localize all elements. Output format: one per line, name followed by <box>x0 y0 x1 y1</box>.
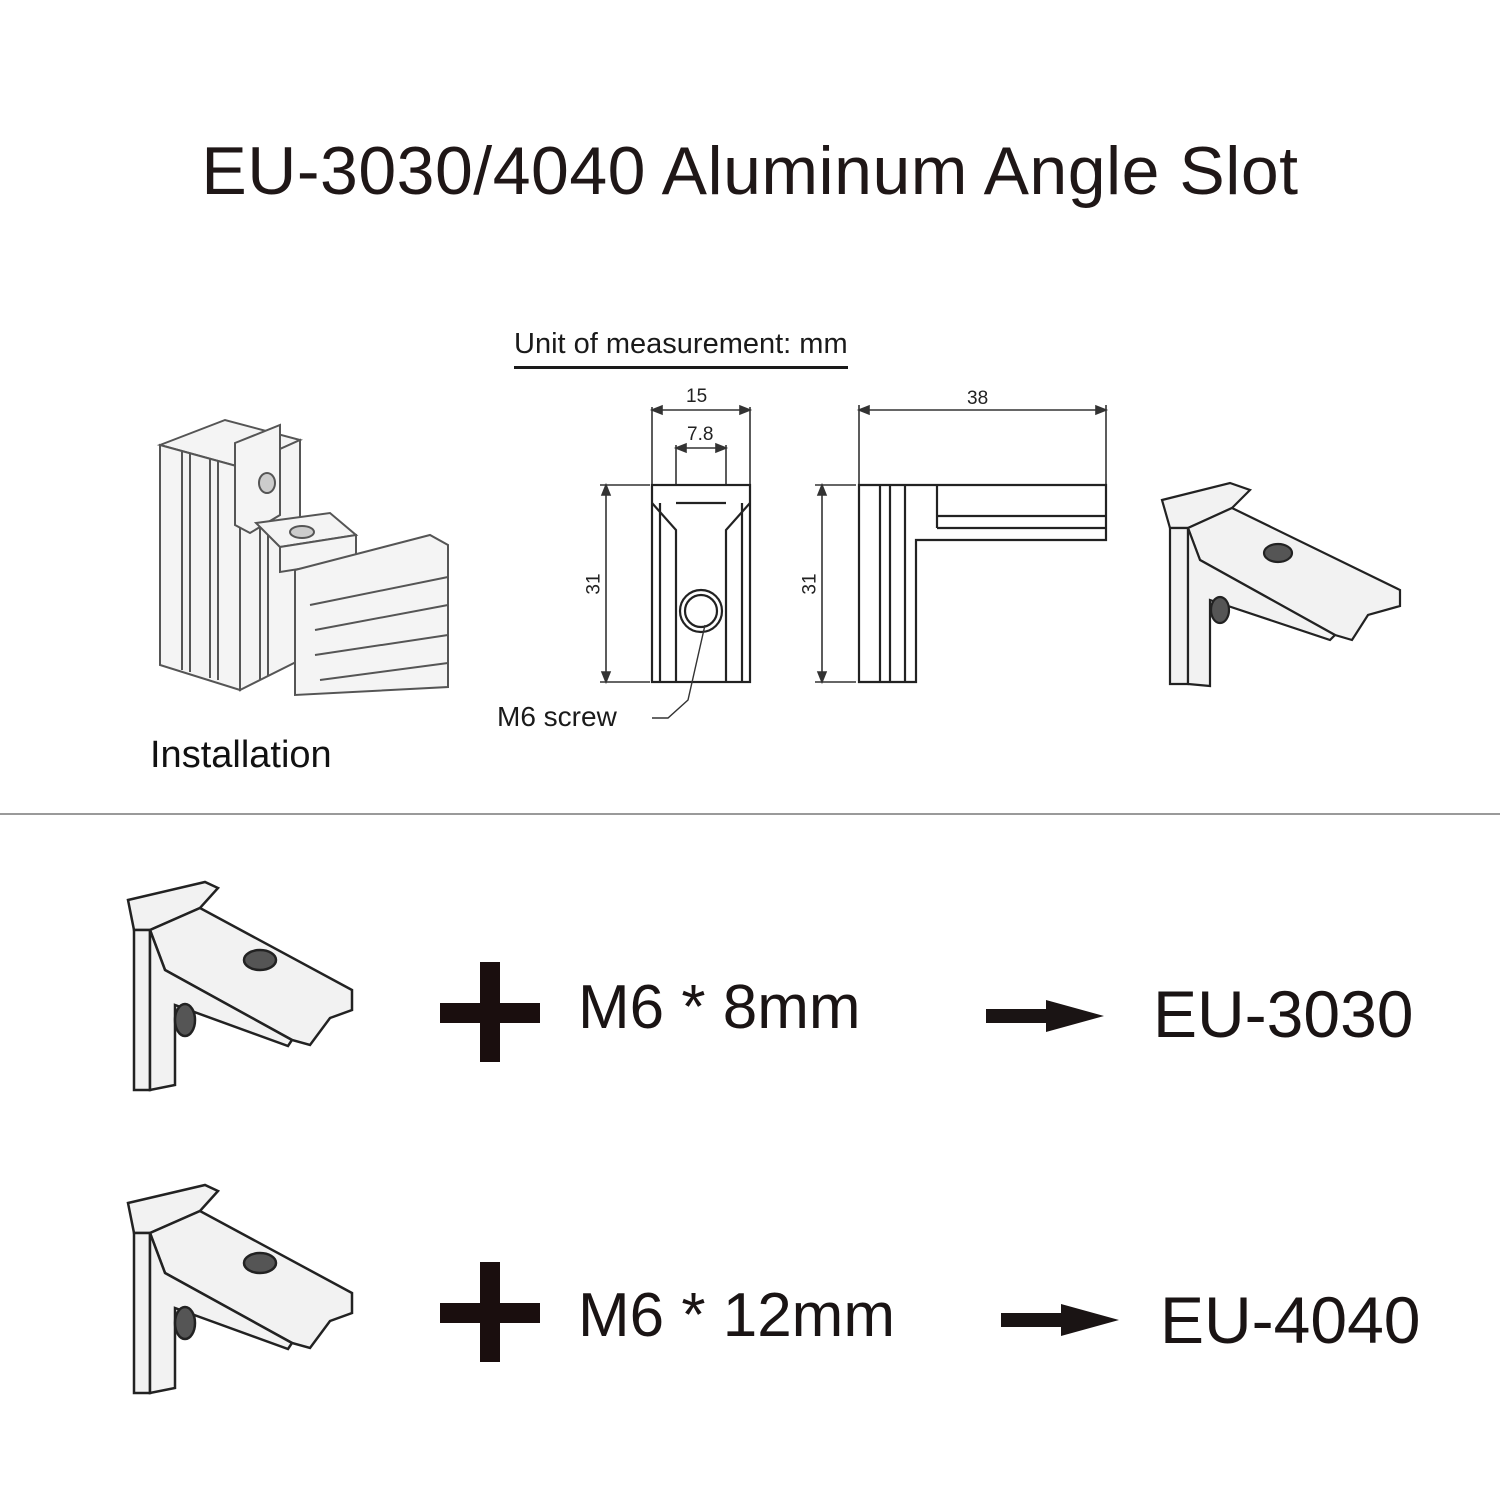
bracket-image-eu4040 <box>126 1183 354 1395</box>
arrow-right-icon <box>1001 1304 1119 1336</box>
result-eu4040: EU-4040 <box>1160 1283 1421 1357</box>
dim-side-length: 38 <box>967 388 989 409</box>
arrow-right-icon <box>986 1000 1104 1032</box>
front-view-drawing <box>600 404 1402 719</box>
dim-side-height: 31 <box>799 573 821 595</box>
bracket-image-eu3030 <box>126 880 354 1092</box>
installation-label: Installation <box>150 734 332 776</box>
screw-spec-8mm: M6 * 8mm <box>578 973 861 1042</box>
installation-illustration <box>156 418 449 697</box>
m6-screw-label: M6 screw <box>497 701 617 732</box>
section-divider <box>0 813 1500 815</box>
plus-icon <box>440 1262 540 1362</box>
unit-of-measurement-label: Unit of measurement: mm <box>514 326 848 369</box>
dim-front-height: 31 <box>583 573 605 595</box>
page-title: EU-3030/4040 Aluminum Angle Slot <box>201 133 1299 209</box>
screw-spec-12mm: M6 * 12mm <box>578 1281 895 1350</box>
dim-slot-width: 7.8 <box>687 424 714 445</box>
dim-front-width: 15 <box>686 386 708 407</box>
plus-icon <box>440 962 540 1062</box>
result-eu3030: EU-3030 <box>1153 977 1414 1051</box>
